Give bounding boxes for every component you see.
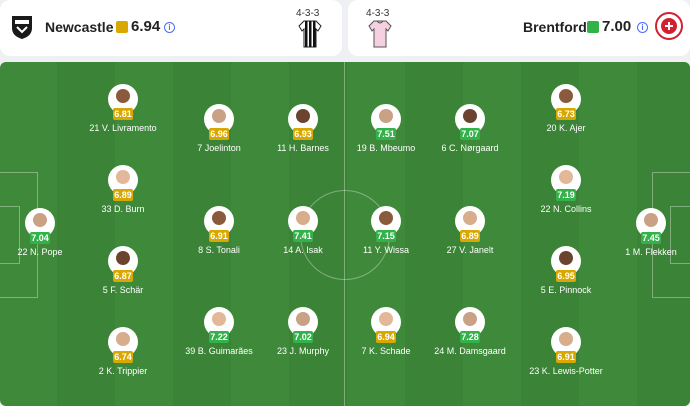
away-rating-badge <box>587 21 599 33</box>
player-rating-badge: 6.93 <box>293 128 313 140</box>
player-name: 23 K. Lewis-Potter <box>529 366 603 376</box>
player-rating-badge: 7.28 <box>460 331 480 343</box>
away-formation: 4-3-3 <box>366 8 390 19</box>
player-marker[interactable]: 6.96 7 Joelinton <box>164 104 274 158</box>
player-name: 33 D. Burn <box>101 204 145 214</box>
player-rating-badge: 7.45 <box>641 232 661 244</box>
away-goal-box <box>670 206 690 264</box>
player-marker[interactable]: 6.89 27 V. Janelt <box>415 206 525 260</box>
player-name: 22 N. Collins <box>540 204 592 214</box>
player-name: 20 K. Ajer <box>546 123 586 133</box>
player-marker[interactable]: 6.93 11 H. Barnes <box>248 104 358 158</box>
player-name: 14 A. Isak <box>283 245 323 255</box>
player-marker[interactable]: 7.15 11 Y. Wissa <box>331 206 441 260</box>
home-goal-box <box>0 206 20 264</box>
player-name: 21 V. Livramento <box>89 123 157 133</box>
player-marker[interactable]: 7.04 22 N. Pope <box>0 208 95 262</box>
away-team-rating: 7.00 <box>602 18 632 35</box>
player-marker[interactable]: 6.81 21 V. Livramento <box>68 84 178 138</box>
player-marker[interactable]: 7.07 6 C. Nørgaard <box>415 104 525 158</box>
player-rating-badge: 7.22 <box>209 331 229 343</box>
away-team-name: Brentford <box>523 19 587 35</box>
player-rating-badge: 7.51 <box>376 128 396 140</box>
player-rating-badge: 6.91 <box>209 230 229 242</box>
away-team-card[interactable]: 4-3-3 Brentford 7.00 i <box>348 0 690 56</box>
player-name: 7 K. Schade <box>361 346 411 356</box>
player-marker[interactable]: 6.89 33 D. Burn <box>68 165 178 219</box>
player-rating-badge: 7.15 <box>376 230 396 242</box>
home-team-card[interactable]: Newcastle 6.94 i 4-3-3 <box>0 0 342 56</box>
player-name: 5 E. Pinnock <box>540 285 592 295</box>
player-marker[interactable]: 7.28 24 M. Damsgaard <box>415 307 525 361</box>
player-rating-badge: 6.91 <box>556 351 576 363</box>
player-name: 6 C. Nørgaard <box>441 143 499 153</box>
home-rating-badge <box>116 21 128 33</box>
home-team-rating: 6.94 <box>131 18 161 35</box>
player-marker[interactable]: 6.91 8 S. Tonali <box>164 206 274 260</box>
player-rating-badge: 6.95 <box>556 270 576 282</box>
player-rating-badge: 6.96 <box>209 128 229 140</box>
player-name: 2 K. Trippier <box>98 366 148 376</box>
player-marker[interactable]: 6.94 7 K. Schade <box>331 307 441 361</box>
home-kit-icon <box>298 20 322 48</box>
player-name: 39 B. Guimarães <box>185 346 253 356</box>
match-header: Newcastle 6.94 i 4-3-3 4-3-3 Brentford 7… <box>0 0 690 62</box>
away-info-icon[interactable]: i <box>637 22 648 33</box>
player-marker[interactable]: 7.22 39 B. Guimarães <box>164 307 274 361</box>
player-marker[interactable]: 7.51 19 B. Mbeumo <box>331 104 441 158</box>
player-avatar <box>288 104 318 134</box>
brentford-crest-icon <box>655 12 683 40</box>
player-rating-badge: 6.81 <box>113 108 133 120</box>
player-name: 22 N. Pope <box>17 247 63 257</box>
player-name: 8 S. Tonali <box>198 245 240 255</box>
player-name: 11 H. Barnes <box>277 143 329 153</box>
home-info-icon[interactable]: i <box>164 22 175 33</box>
player-marker[interactable]: 6.74 2 K. Trippier <box>68 327 178 381</box>
player-rating-badge: 7.02 <box>293 331 313 343</box>
player-name: 24 M. Damsgaard <box>434 346 506 356</box>
home-formation: 4-3-3 <box>296 8 320 19</box>
player-name: 7 Joelinton <box>197 143 241 153</box>
player-name: 19 B. Mbeumo <box>356 143 416 153</box>
player-marker[interactable]: 6.87 5 F. Schär <box>68 246 178 300</box>
newcastle-crest-icon <box>12 16 32 39</box>
player-marker[interactable]: 7.02 23 J. Murphy <box>248 307 358 361</box>
player-rating-badge: 6.74 <box>113 351 133 363</box>
player-rating-badge: 7.04 <box>30 232 50 244</box>
away-kit-icon <box>368 20 392 48</box>
player-marker[interactable]: 6.73 20 K. Ajer <box>511 84 621 138</box>
player-name: 1 M. Flekken <box>625 247 677 257</box>
player-rating-badge: 6.89 <box>460 230 480 242</box>
pitch: 7.04 22 N. Pope 6.81 21 V. Livramento 6.89 33… <box>0 62 690 406</box>
player-name: 23 J. Murphy <box>276 346 330 356</box>
player-rating-badge: 7.19 <box>556 189 576 201</box>
home-team-name: Newcastle <box>45 19 114 35</box>
player-rating-badge: 6.73 <box>556 108 576 120</box>
player-marker[interactable]: 7.19 22 N. Collins <box>511 165 621 219</box>
player-rating-badge: 6.94 <box>376 331 396 343</box>
player-name: 27 V. Janelt <box>446 245 494 255</box>
player-rating-badge: 6.87 <box>113 270 133 282</box>
player-name: 11 Y. Wissa <box>362 245 410 255</box>
player-marker[interactable]: 7.45 1 M. Flekken <box>596 208 690 262</box>
player-rating-badge: 7.07 <box>460 128 480 140</box>
player-marker[interactable]: 7.41 14 A. Isak <box>248 206 358 260</box>
player-marker[interactable]: 6.95 5 E. Pinnock <box>511 246 621 300</box>
player-name: 5 F. Schär <box>102 285 144 295</box>
player-rating-badge: 7.41 <box>293 230 313 242</box>
player-rating-badge: 6.89 <box>113 189 133 201</box>
player-marker[interactable]: 6.91 23 K. Lewis-Potter <box>511 327 621 381</box>
